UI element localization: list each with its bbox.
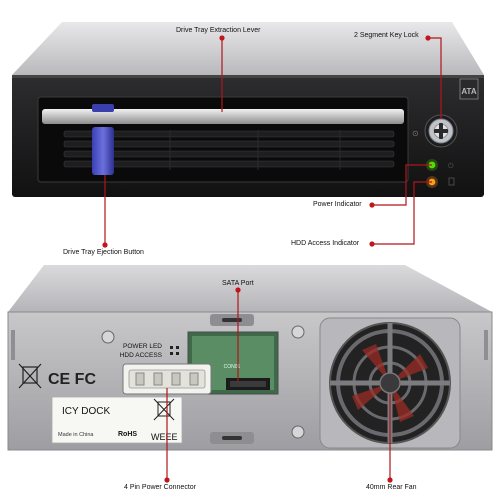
label-sticker — [51, 396, 183, 444]
callout-dots — [102, 35, 431, 483]
extraction-lever-bar — [42, 109, 404, 124]
rear-view: CON01 POWER LED HDD ACCESS CE FC ICY — [7, 265, 493, 451]
svg-text:⏻: ⏻ — [448, 162, 454, 170]
label-extraction-lever: Drive Tray Extraction Lever — [176, 27, 261, 34]
front-top-surface — [12, 22, 484, 75]
ejection-button — [92, 127, 114, 175]
led-header — [170, 346, 179, 355]
brand-label: ICY DOCK — [62, 406, 110, 417]
weee-mark-icon — [153, 398, 175, 421]
svg-text:WEEE: WEEE — [151, 432, 178, 442]
svg-text:POWER LED: POWER LED — [123, 343, 162, 350]
label-ejection-button: Drive Tray Ejection Button — [63, 249, 144, 256]
front-view: ⊙ ATA ⏻ — [12, 22, 484, 197]
svg-text:RoHS: RoHS — [118, 431, 137, 438]
key-lock — [424, 114, 458, 148]
svg-text:⊙: ⊙ — [412, 129, 419, 138]
label-power-connector: 4 Pin Power Connector — [124, 484, 196, 491]
svg-text:Made in China: Made in China — [58, 432, 94, 438]
label-sata-port: SATA Port — [222, 280, 254, 287]
molex-connector — [122, 363, 212, 395]
weee-bin-icon — [18, 363, 42, 389]
label-power-indicator: Power Indicator — [313, 201, 362, 208]
svg-text:CON01: CON01 — [224, 364, 241, 370]
ata-badge: ATA — [461, 87, 476, 96]
tray-vents — [63, 130, 395, 168]
label-key-lock: 2 Segment Key Lock — [354, 32, 419, 39]
ce-fc-mark: CE FC — [48, 371, 96, 388]
label-hdd-access-indicator: HDD Access Indicator — [291, 240, 360, 247]
rear-fan — [319, 317, 461, 449]
svg-text:HDD ACCESS: HDD ACCESS — [120, 352, 163, 359]
label-rear-fan: 40mm Rear Fan — [366, 484, 417, 491]
callout-lines — [104, 37, 442, 480]
rear-top-surface — [8, 265, 492, 312]
